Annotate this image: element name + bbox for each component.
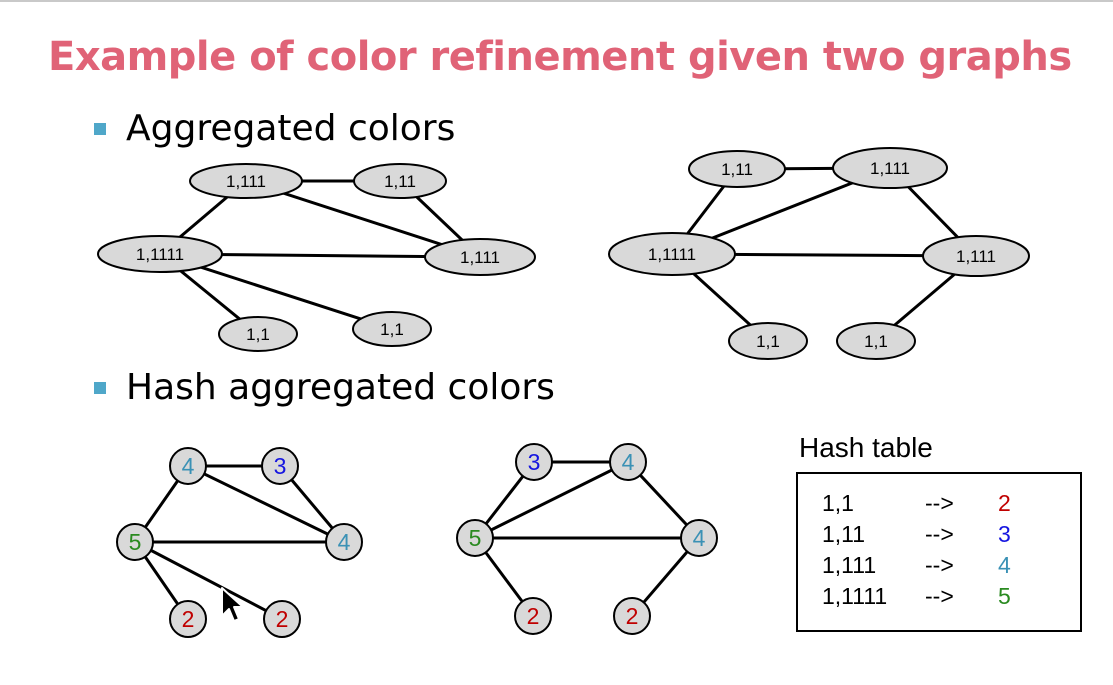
edge [474, 460, 629, 540]
graph-node [169, 600, 207, 638]
node-label: 4 [622, 449, 635, 475]
graph-node [836, 322, 916, 360]
mouse-pointer-icon [221, 587, 244, 622]
graph-node [218, 316, 298, 352]
node-label: 1,11 [721, 160, 753, 179]
node-label: 5 [469, 525, 482, 551]
graph-node [325, 523, 363, 561]
graph-node [263, 600, 301, 638]
slide-title: Example of color refinement given two gr… [48, 34, 1072, 80]
graph-node [680, 519, 718, 557]
graph-node [169, 447, 207, 485]
agg-right-nodes: 1,11 1,111 1,1111 1,111 1,1 1,1 [608, 147, 1030, 360]
graph-node [456, 519, 494, 557]
graph-node [424, 238, 536, 276]
node-label: 3 [528, 449, 541, 475]
hash-value: 2 [998, 490, 1011, 516]
hash-arrow: --> [925, 521, 954, 547]
hash-key: 1,1111 [822, 583, 888, 609]
node-label: 4 [693, 525, 706, 551]
agg-left-nodes: 1,111 1,11 1,1111 1,111 1,1 1,1 [97, 163, 536, 352]
graph-node [353, 163, 447, 199]
node-label: 1,111 [956, 247, 996, 266]
hash-table: 1,1 --> 2 1,11 --> 3 1,111 --> 4 1,1111 … [796, 472, 1082, 632]
node-label: 4 [182, 453, 195, 479]
top-border [0, 0, 1113, 2]
node-label: 3 [274, 453, 287, 479]
graph-node [609, 443, 647, 481]
graph-node [261, 447, 299, 485]
hash-arrow: --> [925, 490, 954, 516]
hash-key: 1,1 [822, 490, 854, 516]
hash-value: 3 [998, 521, 1011, 547]
node-label: 5 [129, 529, 142, 555]
graph-node [608, 232, 736, 276]
node-label: 2 [527, 603, 540, 629]
graph-node [613, 597, 651, 635]
hash-arrow: --> [925, 583, 954, 609]
bullet-square-icon [94, 122, 106, 135]
bullet-aggregated: Aggregated colors [94, 108, 455, 149]
graph-node [728, 322, 808, 360]
node-label: 1,1 [864, 332, 888, 351]
node-label: 1,111 [870, 159, 910, 178]
node-label: 1,1111 [136, 245, 184, 264]
hash-key: 1,11 [822, 521, 866, 547]
hash-value: 5 [998, 583, 1011, 609]
edge [187, 464, 345, 544]
node-label: 1,1111 [648, 245, 696, 264]
bullet-square-icon [94, 381, 106, 394]
hash-arrow: --> [925, 552, 954, 578]
graph-node [514, 597, 552, 635]
graph-node [922, 235, 1030, 277]
hash-value: 4 [998, 552, 1011, 578]
edge [134, 540, 283, 621]
node-label: 1,1 [246, 325, 270, 344]
graph-node [832, 147, 948, 189]
graph-node [352, 311, 432, 347]
node-label: 1,1 [380, 320, 404, 339]
node-label: 1,111 [226, 172, 266, 191]
bullet-aggregated-text: Aggregated colors [126, 108, 456, 149]
graph-node [688, 150, 786, 188]
node-label: 2 [182, 606, 195, 632]
node-label: 1,111 [460, 248, 500, 267]
graph-node [189, 163, 303, 199]
node-label: 1,11 [384, 172, 416, 191]
node-label: 1,1 [756, 332, 780, 351]
hash-left-nodes: 4 3 5 4 2 2 [116, 447, 363, 638]
graph-node [97, 235, 223, 273]
node-label: 2 [276, 606, 289, 632]
bullet-hash: Hash aggregated colors [94, 367, 555, 408]
graph-node [116, 523, 154, 561]
hash-right-nodes: 3 4 5 4 2 2 [456, 443, 718, 635]
node-label: 4 [338, 529, 351, 555]
hash-key: 1,111 [822, 552, 877, 578]
node-label: 2 [626, 603, 639, 629]
bullet-hash-text: Hash aggregated colors [126, 367, 555, 408]
graph-node [515, 443, 553, 481]
hash-table-title: Hash table [799, 432, 933, 463]
